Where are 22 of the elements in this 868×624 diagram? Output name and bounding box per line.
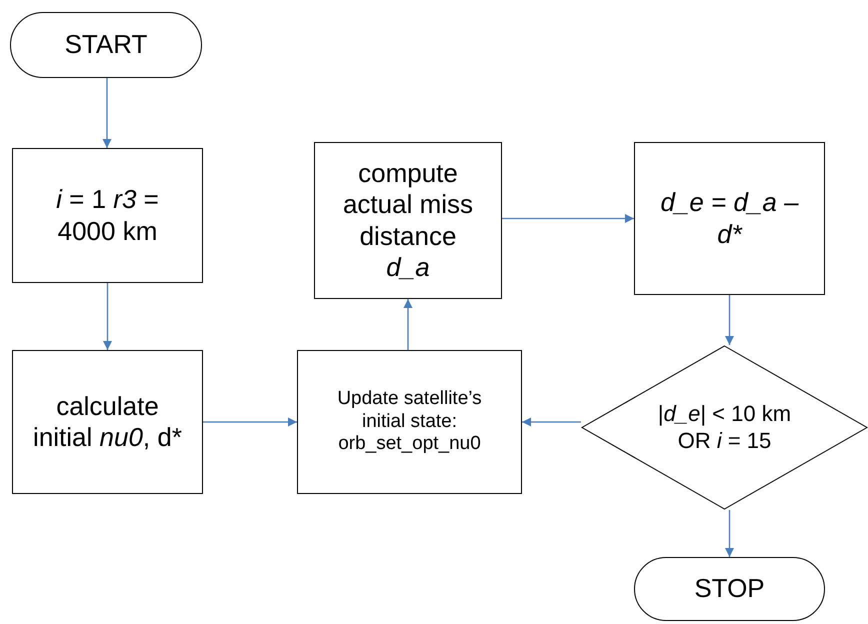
arrow: [102, 78, 112, 148]
process-box: [314, 142, 502, 299]
arrow: [403, 299, 413, 350]
node-text: i = 1 r3 = 4000 km: [55, 184, 160, 247]
node-text: d_e = d_a – d*: [659, 187, 800, 250]
node-text: calculate initial nu0, d*: [32, 390, 182, 454]
node-text: Update satellite’s initial state: orb_set_opt_nu0: [336, 388, 483, 456]
node-text: |d_e| < 10 km OR i = 15: [656, 401, 792, 454]
arrow: [724, 510, 734, 557]
process-box: [634, 142, 825, 295]
node-text: d_a: [386, 252, 430, 283]
process-box: [297, 350, 522, 494]
decision-diamond: [581, 345, 868, 510]
arrow: [502, 214, 634, 224]
arrow: [203, 417, 297, 427]
arrow: [724, 295, 734, 345]
process-box: [12, 148, 203, 283]
process-box: [12, 350, 203, 494]
arrow: [522, 417, 581, 427]
node-text: START: [64, 29, 148, 61]
arrow: [102, 283, 112, 350]
node-text: STOP: [694, 573, 765, 605]
